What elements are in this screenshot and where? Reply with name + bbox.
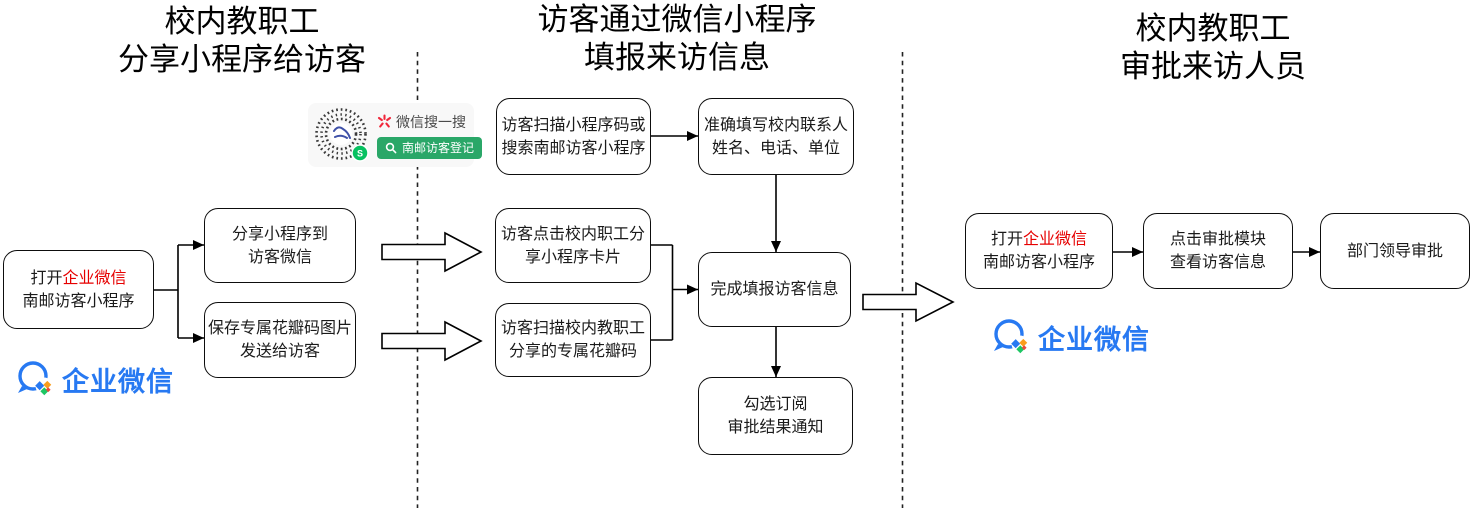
flow-node-department-leader-approval: 部门领导审批 bbox=[1320, 213, 1470, 289]
scan-shared-petal-line2: 分享的专属花瓣码 bbox=[508, 343, 637, 360]
click-shared-card-line1: 访客点击校内职工分 bbox=[500, 225, 645, 243]
scan-or-search-line2: 搜索南邮访客小程序 bbox=[501, 139, 646, 157]
flow-node-click-shared-card: 访客点击校内职工分 享小程序卡片 bbox=[495, 208, 651, 283]
section-title-right-line2: 审批来访人员 bbox=[1120, 49, 1306, 84]
open-wecom-right-prefix: 打开 bbox=[990, 231, 1023, 248]
flow-node-open-wecom-left: 打开企业微信 南邮访客小程序 bbox=[3, 250, 154, 329]
flow-node-check-approval-module: 点击审批模块 查看访客信息 bbox=[1143, 213, 1293, 289]
mini-program-badge-icon bbox=[351, 144, 369, 162]
share-mini-program-line2: 访客微信 bbox=[247, 248, 312, 266]
wechat-search-spark-icon bbox=[377, 114, 392, 129]
section-title-left: 校内教职工 分享小程序给访客 bbox=[118, 3, 366, 79]
open-wecom-left-line2: 南邮访客小程序 bbox=[22, 292, 135, 310]
flow-node-open-wecom-right: 打开企业微信 南邮访客小程序 bbox=[965, 213, 1113, 289]
section-title-left-line1: 校内教职工 bbox=[164, 4, 320, 39]
open-wecom-left-prefix: 打开 bbox=[30, 269, 63, 287]
click-shared-card-line2: 享小程序卡片 bbox=[524, 248, 621, 266]
magnifier-icon bbox=[385, 142, 397, 154]
wecom-bubble-icon bbox=[988, 316, 1030, 358]
share-mini-program-line1: 分享小程序到 bbox=[231, 225, 328, 243]
flow-node-share-mini-program: 分享小程序到 访客微信 bbox=[204, 208, 356, 283]
open-wecom-right-line2: 南邮访客小程序 bbox=[982, 254, 1095, 271]
wecom-bubble-icon bbox=[12, 358, 54, 400]
mini-program-search-card: S bbox=[308, 103, 483, 167]
wechat-search-label: 微信搜一搜 bbox=[396, 113, 466, 130]
flow-node-fill-contact-info: 准确填写校内联系人 姓名、电话、单位 bbox=[698, 98, 854, 175]
branch-connector bbox=[154, 245, 179, 338]
phase-block-arrow-top bbox=[381, 231, 483, 273]
section-title-right-line1: 校内教职工 bbox=[1135, 11, 1291, 46]
phase-block-arrow-bottom bbox=[381, 320, 483, 362]
section-title-right: 校内教职工 审批来访人员 bbox=[1120, 10, 1306, 86]
department-leader-approval-line1: 部门领导审批 bbox=[1346, 242, 1443, 260]
fill-contact-info-line2: 姓名、电话、单位 bbox=[711, 139, 840, 157]
flow-node-complete-form: 完成填报访客信息 bbox=[698, 252, 851, 327]
subscribe-notice-line2: 审批结果通知 bbox=[727, 419, 824, 436]
subscribe-notice-line1: 勾选订阅 bbox=[743, 396, 808, 413]
flow-node-scan-or-search: 访客扫描小程序码或 搜索南邮访客小程序 bbox=[496, 98, 651, 175]
fill-contact-info-line1: 准确填写校内联系人 bbox=[703, 116, 848, 134]
merge-connector bbox=[651, 244, 674, 341]
complete-form-line1: 完成填报访客信息 bbox=[710, 281, 839, 298]
section-title-middle-line1: 访客通过微信小程序 bbox=[537, 2, 817, 37]
scan-or-search-line1: 访客扫描小程序码或 bbox=[501, 116, 646, 134]
open-wecom-left-brand: 企业微信 bbox=[62, 269, 127, 287]
flow-node-subscribe-notice: 勾选订阅 审批结果通知 bbox=[698, 377, 853, 455]
save-petal-code-line2: 发送给访客 bbox=[239, 343, 320, 360]
open-wecom-right-brand: 企业微信 bbox=[1023, 231, 1088, 248]
scan-shared-petal-line1: 访客扫描校内教职工 bbox=[500, 320, 645, 337]
wecom-logo-left: 企业微信 bbox=[12, 358, 174, 400]
flow-node-save-petal-code: 保存专属花瓣码图片 发送给访客 bbox=[204, 302, 356, 378]
wecom-logo-left-label: 企业微信 bbox=[62, 366, 174, 397]
check-approval-module-line2: 查看访客信息 bbox=[1169, 254, 1266, 271]
wecom-logo-right: 企业微信 bbox=[988, 316, 1150, 358]
phase-block-arrow-right bbox=[862, 281, 955, 323]
section-title-middle: 访客通过微信小程序 填报来访信息 bbox=[538, 1, 817, 77]
search-keyword-button[interactable]: 南邮访客登记 bbox=[377, 136, 483, 159]
section-title-left-line2: 分享小程序给访客 bbox=[118, 42, 366, 77]
mini-program-qr-code: S bbox=[314, 107, 370, 163]
check-approval-module-line1: 点击审批模块 bbox=[1169, 231, 1266, 248]
svg-text:S: S bbox=[357, 149, 363, 159]
wecom-logo-right-label: 企业微信 bbox=[1038, 324, 1150, 355]
search-keyword-label: 南邮访客登记 bbox=[402, 141, 475, 155]
section-title-middle-line2: 填报来访信息 bbox=[584, 40, 770, 75]
flow-node-scan-shared-petal: 访客扫描校内教职工 分享的专属花瓣码 bbox=[495, 303, 651, 377]
save-petal-code-line1: 保存专属花瓣码图片 bbox=[207, 320, 352, 337]
